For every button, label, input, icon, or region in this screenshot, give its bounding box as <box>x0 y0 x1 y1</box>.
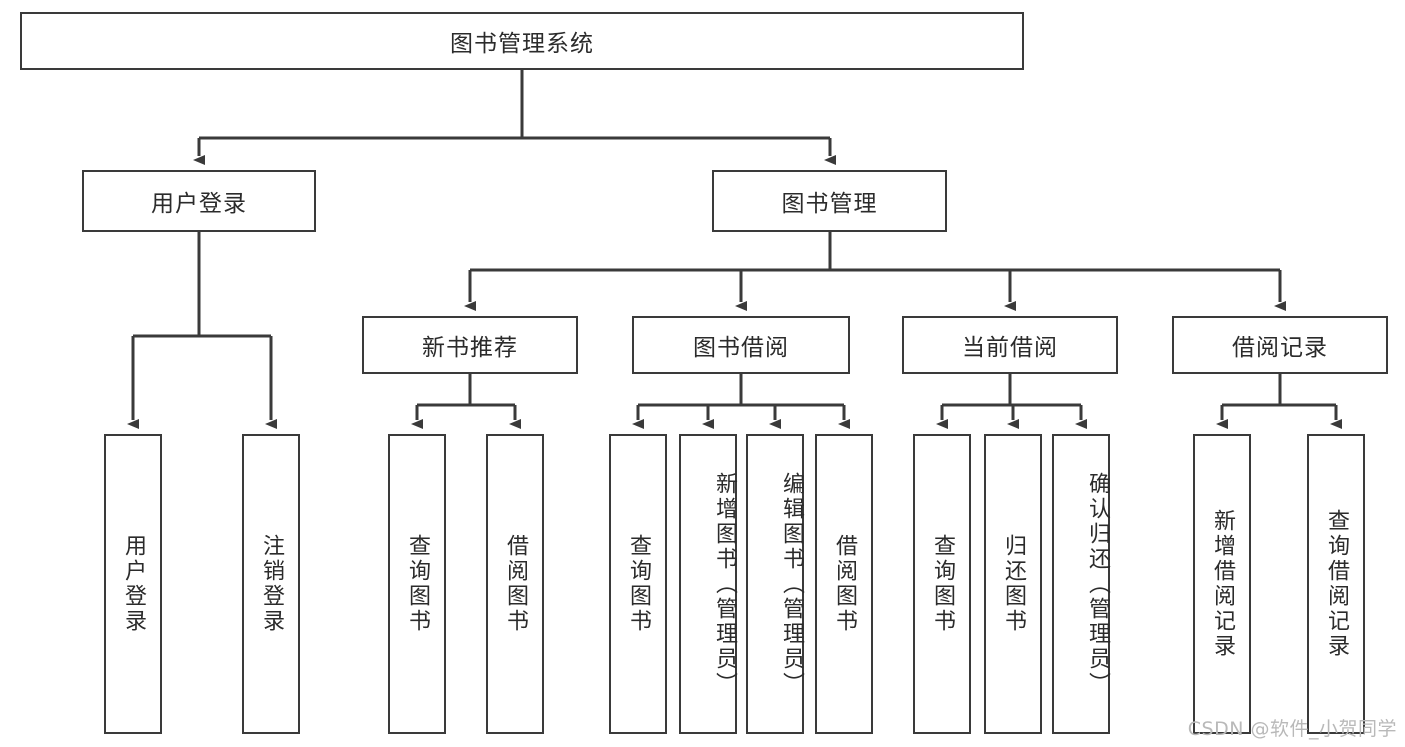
node-leaf-query-record-label: 查询借阅记录 <box>1324 509 1349 659</box>
node-new-book-rec[interactable]: 新书推荐 <box>362 316 578 374</box>
csdn-watermark: CSDN @软件_小贺同学 <box>1187 718 1397 740</box>
node-leaf-add-book[interactable]: 新增图书（管理员） <box>679 434 737 734</box>
node-borrow-record[interactable]: 借阅记录 <box>1172 316 1388 374</box>
node-user-login[interactable]: 用户登录 <box>82 170 316 232</box>
node-leaf-add-record[interactable]: 新增借阅记录 <box>1193 434 1251 734</box>
node-book-manage[interactable]: 图书管理 <box>712 170 947 232</box>
node-leaf-borrow-book-2-label: 借阅图书 <box>832 534 857 634</box>
node-root-label: 图书管理系统 <box>450 31 594 57</box>
node-leaf-confirm-return[interactable]: 确认归还（管理员） <box>1052 434 1110 734</box>
node-leaf-query-book-3-label: 查询图书 <box>930 534 955 634</box>
node-leaf-return-book-label: 归还图书 <box>1001 534 1026 634</box>
node-current-borrow-label: 当前借阅 <box>962 335 1058 361</box>
node-leaf-query-record[interactable]: 查询借阅记录 <box>1307 434 1365 734</box>
node-leaf-add-record-label: 新增借阅记录 <box>1210 509 1235 659</box>
node-leaf-borrow-book-1[interactable]: 借阅图书 <box>486 434 544 734</box>
node-new-book-rec-label: 新书推荐 <box>422 335 518 361</box>
node-leaf-query-book-2-label: 查询图书 <box>626 534 651 634</box>
node-book-manage-label: 图书管理 <box>781 191 878 217</box>
node-borrow-record-label: 借阅记录 <box>1232 335 1328 361</box>
node-leaf-query-book-2[interactable]: 查询图书 <box>609 434 667 734</box>
node-leaf-borrow-book-2[interactable]: 借阅图书 <box>815 434 873 734</box>
node-book-borrow[interactable]: 图书借阅 <box>632 316 850 374</box>
node-leaf-confirm-return-label: 确认归还（管理员） <box>1085 471 1110 697</box>
node-leaf-add-book-label: 新增图书（管理员） <box>712 471 737 697</box>
node-leaf-return-book[interactable]: 归还图书 <box>984 434 1042 734</box>
node-leaf-query-book-3[interactable]: 查询图书 <box>913 434 971 734</box>
node-leaf-user-login-label: 用户登录 <box>121 534 146 634</box>
node-leaf-query-book-1[interactable]: 查询图书 <box>388 434 446 734</box>
node-leaf-logout-label: 注销登录 <box>259 534 284 634</box>
node-user-login-label: 用户登录 <box>151 191 247 217</box>
node-leaf-logout[interactable]: 注销登录 <box>242 434 300 734</box>
node-root[interactable]: 图书管理系统 <box>20 12 1024 70</box>
node-leaf-query-book-1-label: 查询图书 <box>405 534 430 634</box>
node-current-borrow[interactable]: 当前借阅 <box>902 316 1118 374</box>
node-book-borrow-label: 图书借阅 <box>693 335 789 361</box>
node-leaf-edit-book[interactable]: 编辑图书（管理员） <box>746 434 804 734</box>
node-leaf-borrow-book-1-label: 借阅图书 <box>503 534 528 634</box>
node-leaf-user-login[interactable]: 用户登录 <box>104 434 162 734</box>
node-leaf-edit-book-label: 编辑图书（管理员） <box>779 471 804 697</box>
